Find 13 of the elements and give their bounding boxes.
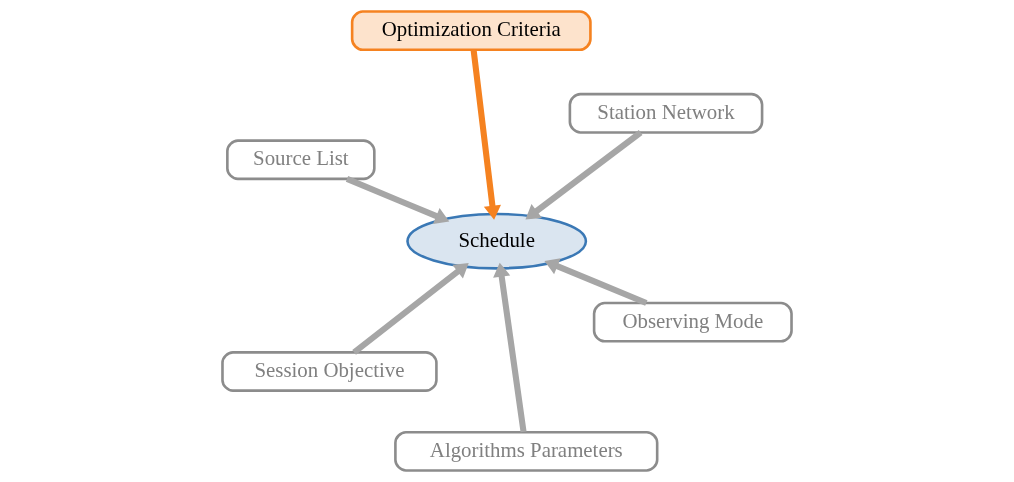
node-box: Session Objective (221, 351, 438, 392)
node-box: Optimization Criteria (350, 10, 592, 52)
node-ellipse: Schedule (406, 212, 588, 270)
arrow (525, 130, 643, 220)
node-box: Observing Mode (592, 301, 793, 343)
node-box: Algorithms Parameters (394, 430, 659, 472)
arrow (345, 176, 450, 224)
node-box: Station Network (568, 92, 764, 134)
node-box: Source List (226, 139, 376, 181)
arrow (493, 262, 527, 433)
arrow (352, 263, 469, 355)
arrow (470, 49, 501, 220)
arrow (544, 258, 648, 306)
